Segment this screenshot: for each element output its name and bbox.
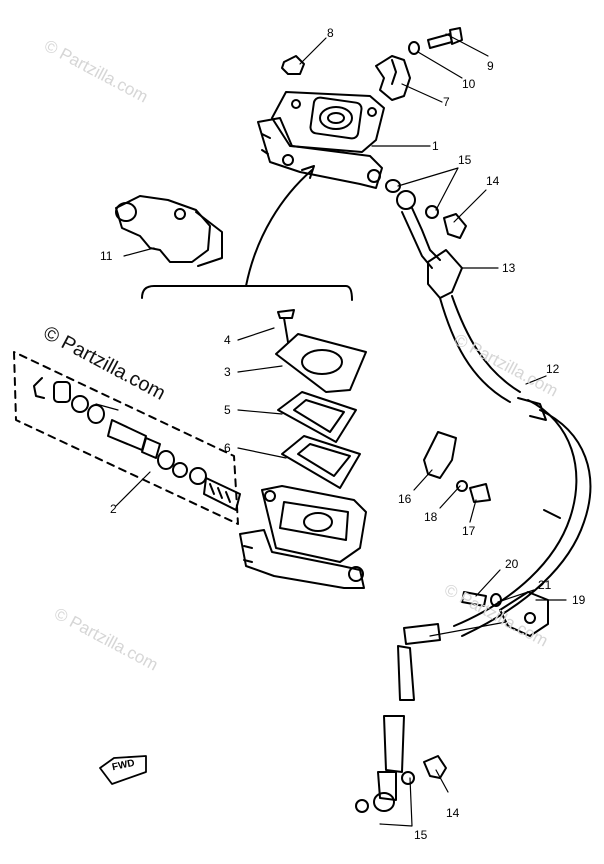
callout-10: 10 bbox=[462, 77, 476, 91]
part-14-bolt-upper bbox=[443, 213, 467, 239]
leader-lines bbox=[95, 33, 567, 827]
part-21-washer bbox=[490, 593, 502, 607]
callout-17: 17 bbox=[462, 524, 476, 538]
part-2-group-box bbox=[13, 351, 239, 525]
callout-14-lower: 14 bbox=[446, 806, 460, 820]
callout-8: 8 bbox=[327, 26, 334, 40]
callout-4: 4 bbox=[224, 333, 231, 347]
callout-15-upper: 15 bbox=[458, 153, 472, 167]
callout-15-lower: 15 bbox=[414, 828, 428, 842]
callout-2: 2 bbox=[110, 502, 117, 516]
callout-20: 20 bbox=[505, 557, 519, 571]
part-20-bolt bbox=[461, 591, 487, 607]
part-9-bolt bbox=[427, 27, 463, 49]
part-18-washer bbox=[456, 480, 468, 492]
callout-11: 11 bbox=[100, 249, 113, 263]
part-15-washers-lower bbox=[355, 771, 415, 813]
assembly-arrow bbox=[141, 165, 353, 301]
part-7-clamp bbox=[375, 55, 411, 101]
part-2-piston-kit bbox=[33, 377, 241, 511]
part-13-hose-fitting bbox=[396, 190, 463, 299]
callout-13: 13 bbox=[502, 261, 516, 275]
part-11-reservoir-connector bbox=[115, 195, 223, 267]
callout-14-upper: 14 bbox=[486, 174, 500, 188]
callout-21: 21 bbox=[538, 578, 552, 592]
part-4-screw bbox=[277, 309, 295, 343]
part-12-brake-hose bbox=[403, 295, 592, 645]
part-6-diaphragm bbox=[281, 435, 361, 489]
callout-19: 19 bbox=[572, 593, 586, 607]
part-17-bolt bbox=[469, 483, 491, 503]
callout-18: 18 bbox=[424, 510, 438, 524]
fwd-arrow bbox=[99, 755, 147, 785]
part-10-washer bbox=[408, 41, 420, 55]
callout-12: 12 bbox=[546, 362, 560, 376]
part-15-washers-upper bbox=[385, 179, 439, 219]
callout-1: 1 bbox=[432, 139, 439, 153]
callout-6: 6 bbox=[224, 441, 231, 455]
callout-9: 9 bbox=[487, 59, 494, 73]
callout-16: 16 bbox=[398, 492, 412, 506]
part-5-plate bbox=[277, 391, 357, 443]
callout-3: 3 bbox=[224, 365, 231, 379]
part-16-bracket bbox=[423, 431, 457, 479]
callout-7: 7 bbox=[443, 95, 450, 109]
master-cylinder-upper bbox=[257, 91, 385, 189]
callout-5: 5 bbox=[224, 403, 231, 417]
part-8-cap bbox=[281, 55, 305, 75]
part-14-bolt-lower bbox=[423, 755, 447, 779]
lower-hose-end bbox=[373, 645, 415, 812]
part-3-cover bbox=[275, 333, 367, 393]
master-cylinder-lower bbox=[239, 485, 367, 589]
